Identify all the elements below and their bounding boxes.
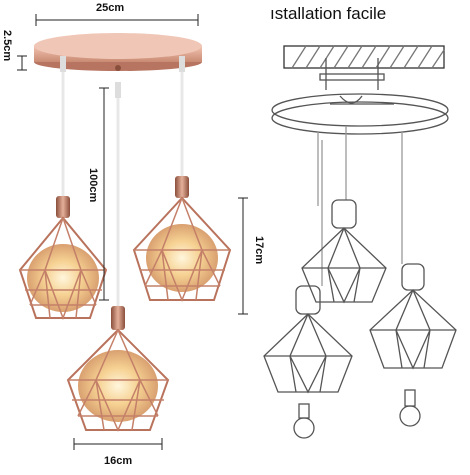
canopy-width-label: 25cm xyxy=(96,2,125,14)
installation-diagram xyxy=(263,45,457,439)
installation-heading: ıstallation facile xyxy=(270,4,387,23)
cage-lamp-right xyxy=(132,176,232,303)
cage-width-label: 16cm xyxy=(104,455,133,467)
cage-lamp-left xyxy=(18,196,108,321)
canopy-height-label: 2.5cm xyxy=(1,30,13,62)
cage-height-label: 17cm xyxy=(253,236,265,265)
dimension-lines xyxy=(17,14,248,450)
cable-length-label: 100cm xyxy=(87,168,99,203)
rose-gold-lamp xyxy=(17,14,248,450)
cage-lamp-front xyxy=(66,306,170,432)
